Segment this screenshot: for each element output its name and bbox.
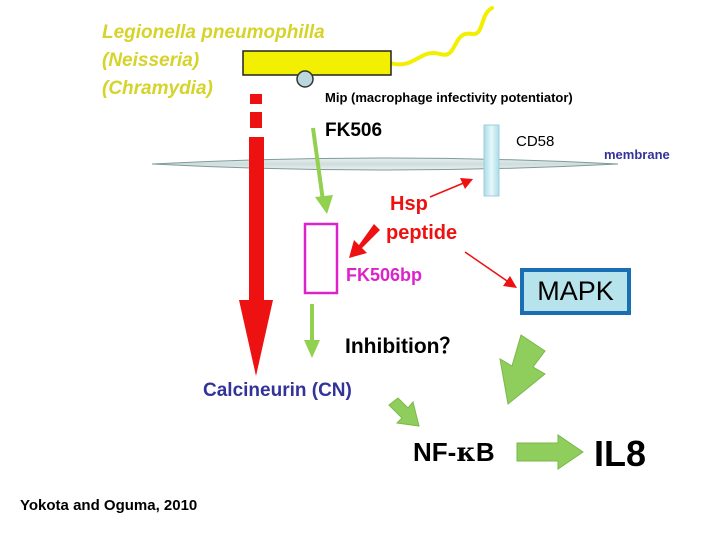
kappa-symbol: κ <box>456 438 476 468</box>
fk506bp-label: FK506bp <box>346 265 423 285</box>
cd58-receptor <box>483 124 500 197</box>
organism-alt-2: (Chramydia) <box>102 78 213 99</box>
calcineurin-to-nfkb-arrow <box>388 397 420 427</box>
fk506-label: FK506 <box>325 120 383 141</box>
fk506bp-box <box>303 222 339 295</box>
fk506bp-to-calcineurin-arrow-head <box>304 340 320 358</box>
membrane-shape <box>151 157 619 171</box>
mapk-to-nfkb-arrow <box>499 334 546 405</box>
hsp-to-cd58-arrow-head <box>460 178 473 189</box>
calcineurin-label: Calcineurin (CN) <box>203 380 352 401</box>
citation: Yokota and Oguma, 2010 <box>20 497 198 514</box>
peptide-label: peptide <box>386 222 458 244</box>
peptide-to-mapk-arrow-line <box>464 251 511 284</box>
organism-alt-1: (Neisseria) <box>102 50 200 71</box>
mip-label: Mip (macrophage infectivity potentiator) <box>325 90 573 105</box>
hsp-to-cd58-arrow-line <box>429 181 467 198</box>
fk506-to-fk506bp-arrow-line <box>311 127 325 202</box>
red-arrow-segment-1 <box>250 94 262 104</box>
mapk-label: MAPK <box>537 276 614 306</box>
red-arrow-segment-2 <box>250 112 262 128</box>
flagellum-shape <box>388 6 494 67</box>
bacterium-body <box>242 50 392 76</box>
hsp-label: Hsp <box>390 193 428 215</box>
cd58-label: CD58 <box>516 133 555 150</box>
fk506-to-fk506bp-arrow-head <box>315 195 333 214</box>
mip-protein-circle <box>296 70 314 88</box>
organism-name: Legionella pneumophilla <box>102 22 325 43</box>
inhibition-label: Inhibition？ <box>345 335 461 358</box>
il8-label: IL8 <box>594 433 647 474</box>
peptide-to-mapk-arrow-head <box>503 276 517 288</box>
nfkb-label: NF-κB <box>413 437 495 468</box>
hsp-to-fk506bp-arrow <box>349 224 380 258</box>
mapk-box: MAPK <box>520 268 631 315</box>
nfkb-to-il8-arrow <box>516 434 584 470</box>
membrane-label: membrane <box>604 147 670 162</box>
red-arrow-main <box>239 137 273 376</box>
